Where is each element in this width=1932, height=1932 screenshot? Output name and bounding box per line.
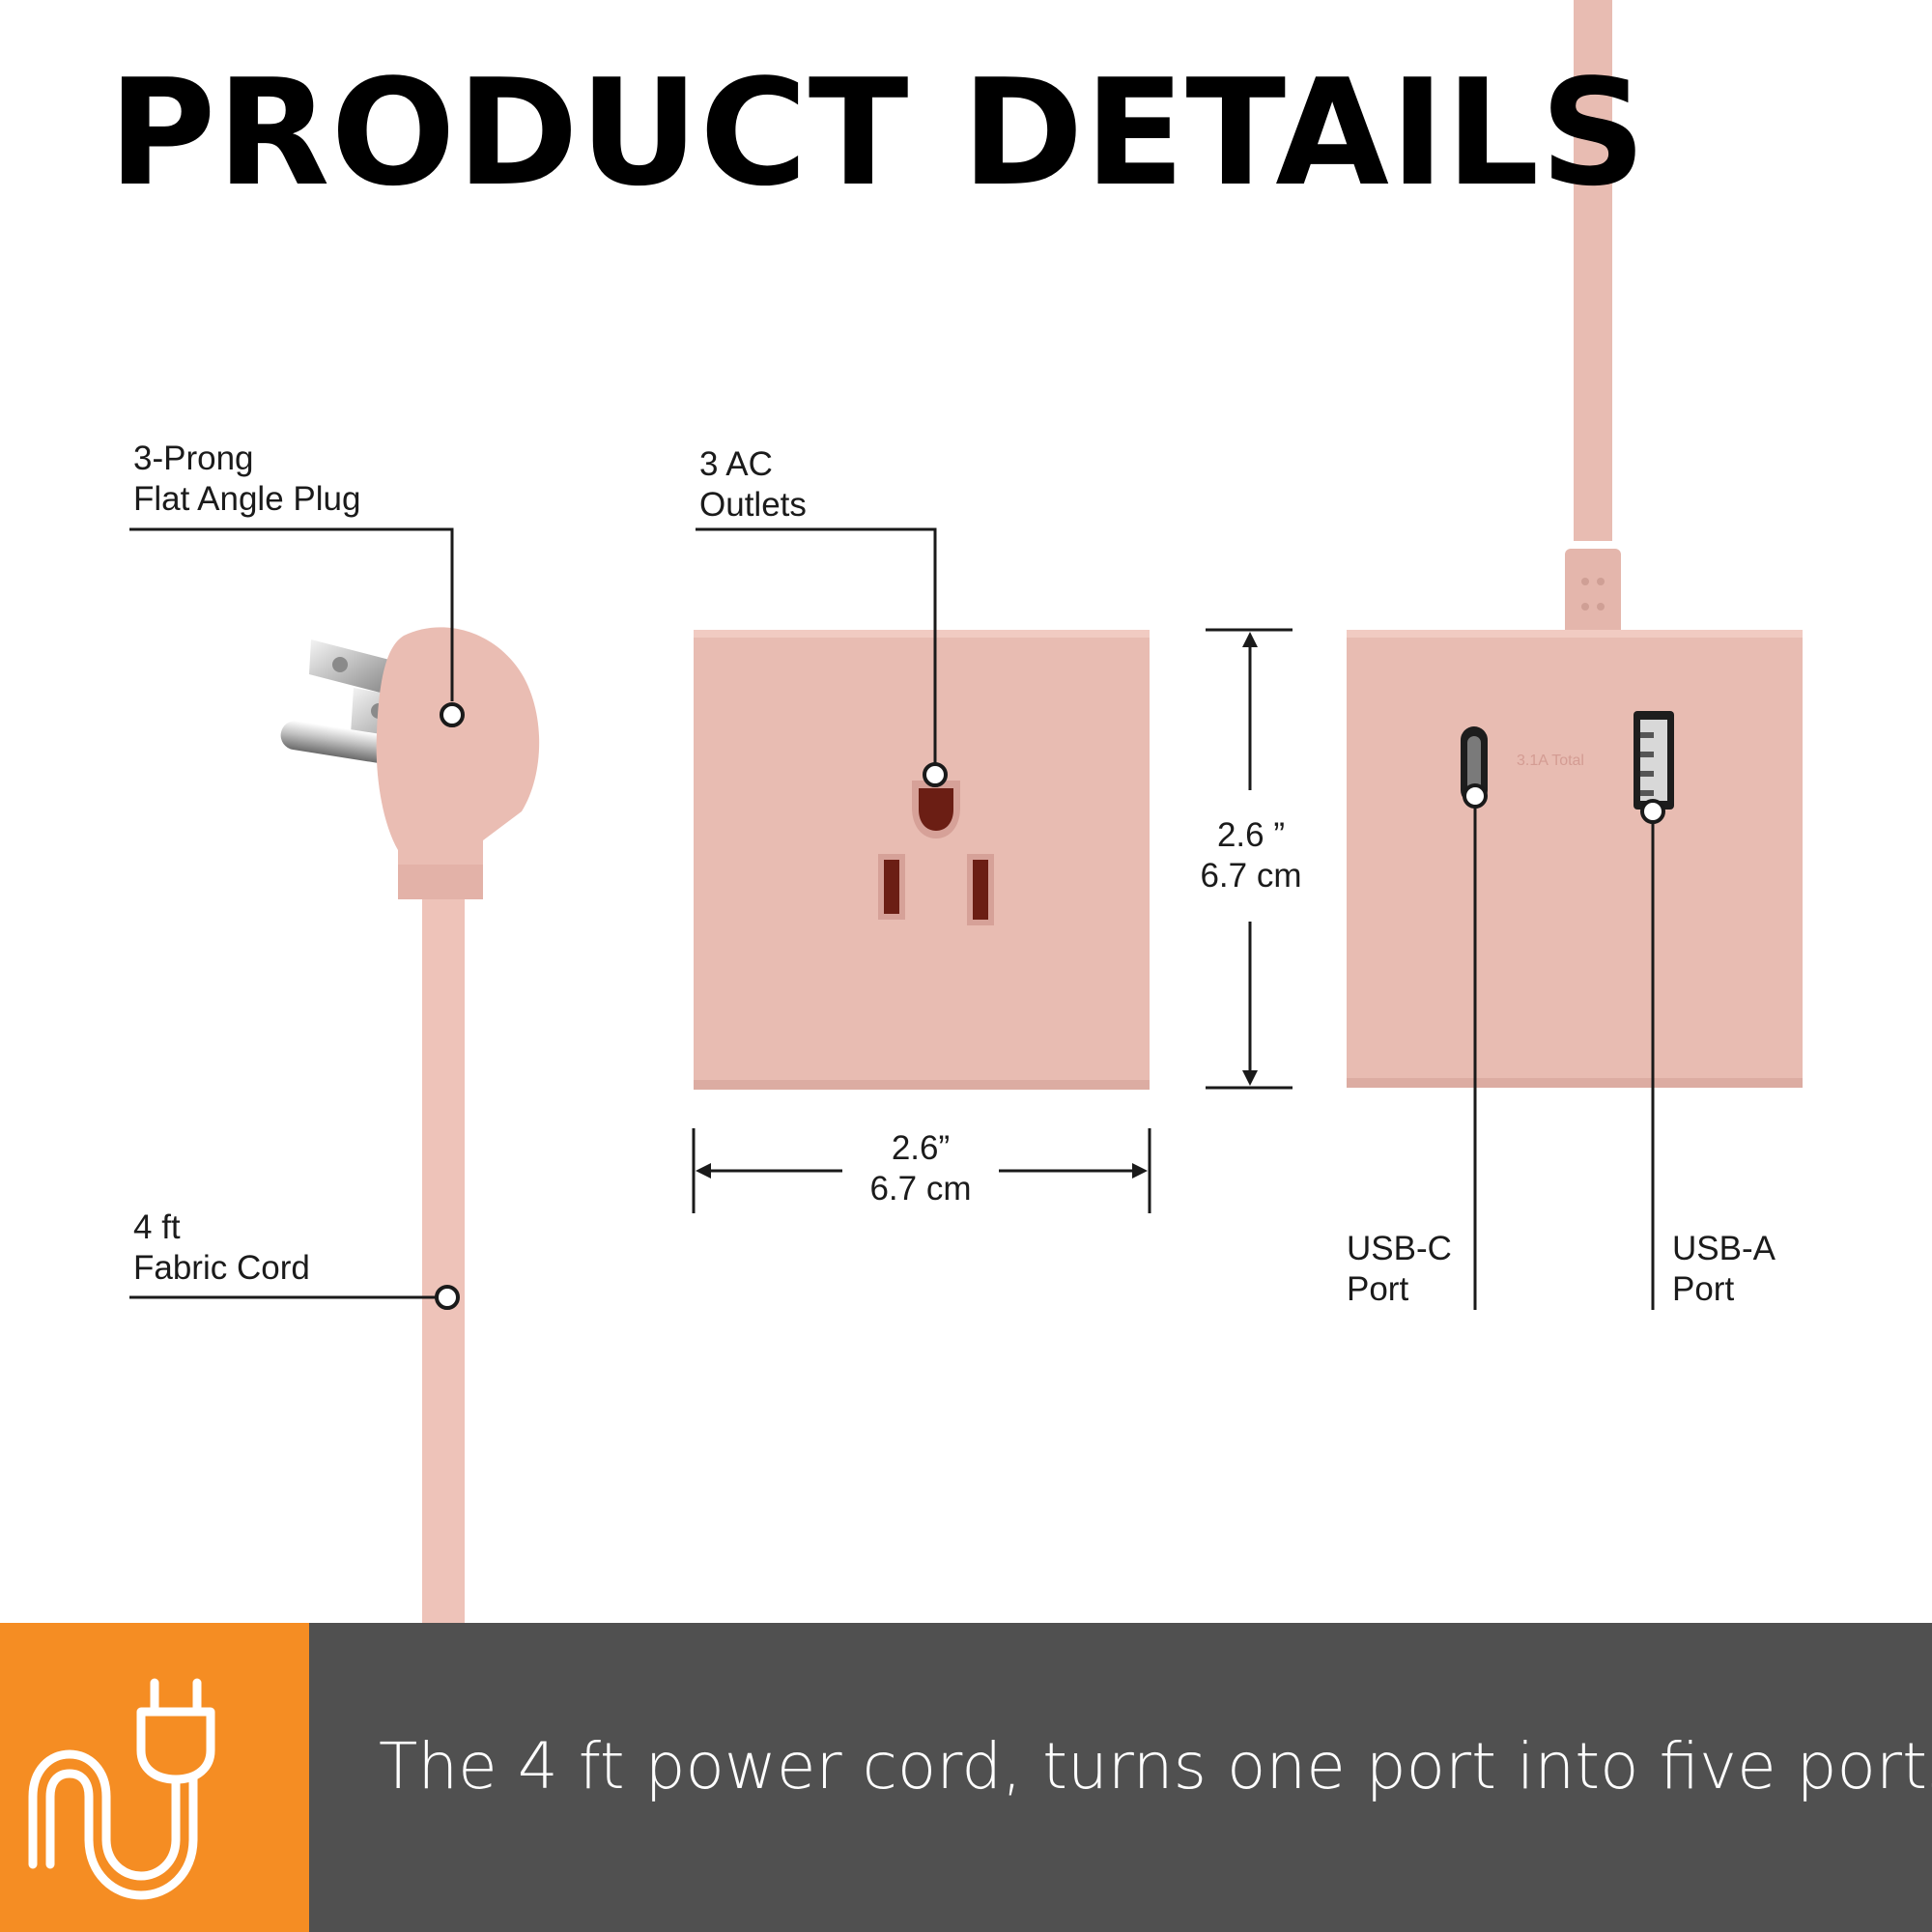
cord-label-line2: Fabric Cord xyxy=(133,1249,310,1287)
footer-caption: The 4 ft power cord, turns one port into… xyxy=(379,1729,1932,1804)
outlet-device xyxy=(694,630,1150,1090)
outlets-label-line1: 3 AC xyxy=(699,445,773,483)
plug-label-line2: Flat Angle Plug xyxy=(133,480,361,518)
usb-a-label-line2: Port xyxy=(1672,1270,1735,1308)
callout-dots xyxy=(435,702,1665,1310)
plug-and-cord xyxy=(280,627,540,1623)
outlets-callout-label: 3 AC Outlets xyxy=(699,444,807,526)
outlets-callout-dot xyxy=(923,762,948,787)
plug-callout-dot xyxy=(440,702,465,727)
usb-c-label-line2: Port xyxy=(1347,1270,1409,1308)
usb-a-label-line1: USB-A xyxy=(1672,1230,1776,1267)
width-imperial: 2.6” xyxy=(891,1129,951,1167)
cord-callout-label: 4 ft Fabric Cord xyxy=(133,1208,310,1289)
cord-label-line1: 4 ft xyxy=(133,1208,181,1246)
height-dimension-label: 2.6 ” 6.7 cm xyxy=(1179,815,1323,896)
width-dimension-line xyxy=(692,1128,1151,1213)
usb-a-callout-label: USB-A Port xyxy=(1672,1229,1776,1310)
height-imperial: 2.6 ” xyxy=(1216,816,1286,854)
height-dimension-line xyxy=(1206,628,1293,1090)
callout-lines xyxy=(129,527,1655,1310)
footer-icon-panel xyxy=(0,1623,309,1932)
width-metric: 6.7 cm xyxy=(869,1170,972,1208)
outlets-label-line2: Outlets xyxy=(699,486,807,524)
usb-rating-text: 3.1A Total xyxy=(1517,753,1584,769)
usb-c-callout-dot xyxy=(1463,783,1488,809)
page-title: PRODUCT DETAILS xyxy=(108,47,1647,218)
usb-device: 3.1A Total xyxy=(1347,630,1803,1088)
footer-caption-panel xyxy=(309,1623,1932,1932)
plug-cord-icon xyxy=(28,1678,215,1900)
plug-label-line1: 3-Prong xyxy=(133,440,254,477)
usb-c-callout-label: USB-C Port xyxy=(1347,1229,1452,1310)
top-cord xyxy=(1565,0,1621,636)
height-metric: 6.7 cm xyxy=(1200,857,1302,895)
plug-head xyxy=(376,627,540,898)
width-dimension-label: 2.6” 6.7 cm xyxy=(848,1128,993,1209)
cord-callout-dot xyxy=(435,1285,460,1310)
plug-callout-label: 3-Prong Flat Angle Plug xyxy=(133,439,360,520)
usb-c-label-line1: USB-C xyxy=(1347,1230,1452,1267)
usb-a-callout-dot xyxy=(1640,799,1665,824)
